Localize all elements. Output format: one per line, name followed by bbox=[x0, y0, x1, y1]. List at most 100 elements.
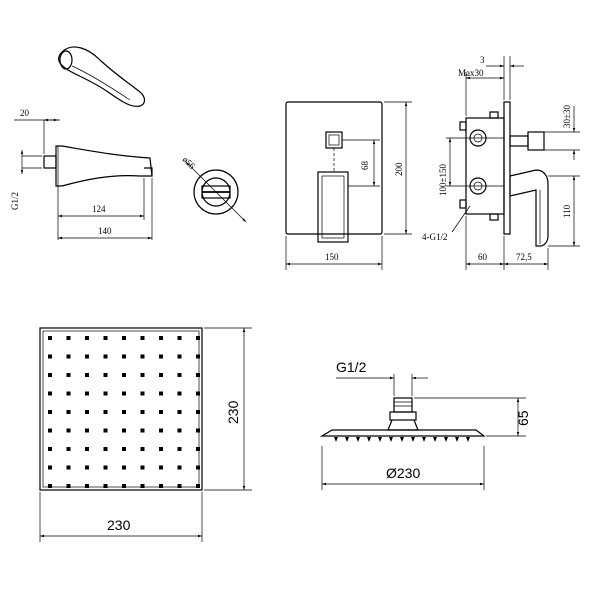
shower-head-square bbox=[39, 327, 203, 491]
nozzle-dot bbox=[103, 465, 108, 470]
spout-dim-outer: 140 bbox=[98, 226, 112, 236]
valve-dim-handle-depth: 72,5 bbox=[516, 252, 532, 262]
nozzle-dot bbox=[140, 391, 145, 396]
nozzle-dot bbox=[159, 410, 163, 414]
side-nozzle bbox=[378, 437, 382, 442]
spout-dim-thread: G1/2 bbox=[10, 192, 20, 210]
nozzle-dot bbox=[122, 465, 126, 470]
nozzle-dot bbox=[177, 336, 182, 340]
nozzle-dot bbox=[48, 428, 52, 433]
plate-dim-height: 200 bbox=[394, 162, 404, 176]
nozzle-dot bbox=[159, 465, 163, 470]
nozzle-dot bbox=[103, 484, 108, 488]
nozzle-dot bbox=[177, 373, 182, 377]
nozzle-dot bbox=[159, 354, 163, 359]
nozzle-dot bbox=[140, 484, 145, 488]
head-side-dim-height: 65 bbox=[515, 410, 531, 426]
nozzle-dot bbox=[48, 447, 52, 451]
nozzle-dot bbox=[122, 336, 126, 340]
side-nozzle bbox=[334, 437, 338, 442]
nozzle-dot bbox=[85, 428, 89, 433]
valve-handle bbox=[509, 169, 549, 247]
side-nozzle bbox=[367, 437, 371, 442]
valve-diverter bbox=[509, 135, 529, 147]
valve-wall-plate bbox=[503, 101, 511, 235]
side-nozzle bbox=[400, 437, 404, 442]
side-nozzle bbox=[389, 437, 393, 442]
side-nozzle bbox=[411, 437, 415, 442]
side-nozzle bbox=[422, 437, 426, 442]
nozzle-dot bbox=[122, 410, 126, 414]
nozzle-dot bbox=[85, 484, 89, 488]
nozzle-dot bbox=[66, 484, 71, 488]
nozzle-dot bbox=[103, 336, 108, 340]
flange-dim-diameter: ø56 bbox=[181, 154, 198, 171]
nozzle-dot bbox=[48, 373, 52, 377]
nozzle-dot bbox=[66, 354, 71, 359]
nozzle-dot bbox=[103, 410, 108, 414]
valve-side-view: 100±150 4-G1/2 3 Max30 30±30 110 60 72,5 bbox=[422, 55, 580, 270]
nozzle-dot bbox=[48, 484, 52, 488]
nozzle-dot bbox=[140, 447, 145, 451]
nozzle-dot bbox=[196, 336, 200, 340]
spout-dim-top: 20 bbox=[20, 108, 30, 118]
nozzle-dot bbox=[85, 465, 89, 470]
nozzle-dot bbox=[122, 428, 126, 433]
nozzle-dot bbox=[85, 447, 89, 451]
nozzle-dot bbox=[48, 410, 52, 414]
valve-dim-body: 60 bbox=[478, 252, 488, 262]
nozzle-dot bbox=[159, 336, 163, 340]
head-side-dim-diameter: Ø230 bbox=[386, 465, 420, 481]
side-nozzle bbox=[455, 437, 459, 442]
nozzle-dot bbox=[177, 354, 182, 359]
nozzle-dot bbox=[177, 484, 182, 488]
nozzle-dot bbox=[159, 484, 163, 488]
nozzle-dot bbox=[103, 428, 108, 433]
nozzle-dot bbox=[196, 391, 200, 396]
head-connector bbox=[393, 397, 413, 413]
nozzle-dot bbox=[177, 410, 182, 414]
nozzle-dot bbox=[159, 428, 163, 433]
nozzle-dot bbox=[48, 391, 52, 396]
nozzle-dot bbox=[85, 410, 89, 414]
nozzle-dot bbox=[140, 428, 145, 433]
nozzle-dot bbox=[159, 373, 163, 377]
nozzle-dot bbox=[122, 354, 126, 359]
head-top-dim-width: 230 bbox=[107, 517, 131, 533]
nozzle-dot bbox=[140, 354, 145, 359]
valve-dim-max: Max30 bbox=[458, 68, 484, 78]
nozzle-dot bbox=[122, 373, 126, 377]
nozzle-dot bbox=[177, 428, 182, 433]
nozzle-dot bbox=[85, 336, 89, 340]
plate-dim-spacing: 68 bbox=[360, 161, 370, 171]
spout-dim-inner: 124 bbox=[92, 204, 106, 214]
nozzle-dot bbox=[177, 465, 182, 470]
nozzle-dot bbox=[122, 447, 126, 451]
cover-plate bbox=[285, 101, 383, 235]
diverter-knob bbox=[325, 131, 343, 149]
spout-body bbox=[55, 145, 153, 187]
nozzle-dot bbox=[196, 428, 200, 433]
nozzle-dot bbox=[103, 354, 108, 359]
nozzle-dot bbox=[122, 484, 126, 488]
side-nozzle bbox=[356, 437, 360, 442]
nozzle-dot bbox=[177, 391, 182, 396]
nozzle-dot bbox=[196, 447, 200, 451]
nozzle-dot bbox=[85, 354, 89, 359]
cover-plate-view: 68 200 150 bbox=[285, 101, 412, 270]
nozzle-dot bbox=[48, 354, 52, 359]
nozzle-dot bbox=[196, 410, 200, 414]
valve-dim-handle: 110 bbox=[562, 204, 572, 218]
shower-head-side-view: G1/2 65 Ø230 bbox=[319, 359, 531, 490]
flange-view: ø56 bbox=[181, 154, 247, 223]
head-top-dim-height: 230 bbox=[225, 400, 241, 424]
nozzle-dot bbox=[196, 354, 200, 359]
nozzle-dot bbox=[66, 428, 71, 433]
head-plate bbox=[319, 429, 486, 437]
nozzle-dot bbox=[66, 410, 71, 414]
valve-dim-top: 3 bbox=[480, 55, 485, 65]
nozzle-dot bbox=[66, 391, 71, 396]
nozzle-dot bbox=[196, 465, 200, 470]
